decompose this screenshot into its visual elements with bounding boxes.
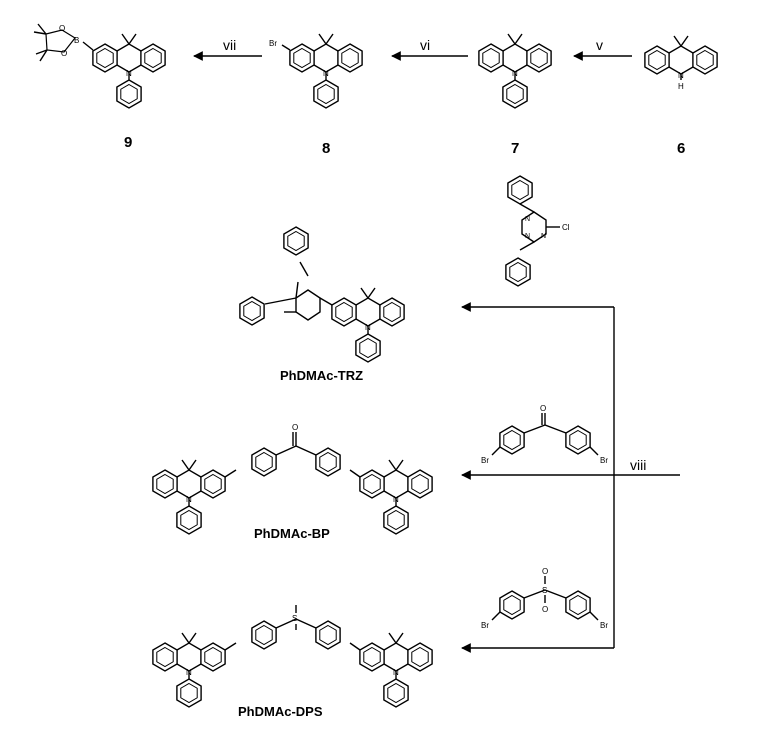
compound-6-structure (645, 36, 717, 80)
br-label-bp2: Br (600, 456, 608, 465)
n-label-6: N (678, 71, 684, 80)
compound-label-6: 6 (677, 140, 685, 157)
n-label-dps-right: N (393, 668, 399, 677)
n-label-9: N (126, 69, 132, 78)
triazine-reagent-structure (505, 175, 560, 287)
product-bp-structure (153, 432, 432, 534)
b-label-9: B (74, 36, 79, 45)
reagent-label-vi: vi (420, 37, 430, 53)
reagent-label-vii: vii (223, 37, 236, 53)
cl-label: Cl (562, 223, 570, 232)
reagent-label-v: v (596, 37, 603, 53)
reagent-label-viii: viii (630, 457, 646, 473)
dibromobenzophenone-structure (491, 413, 599, 456)
o-label-9b: O (61, 49, 67, 58)
br-label-8: Br (269, 39, 277, 48)
n-label-tz3: N (541, 233, 546, 240)
s-label-reagent: S (542, 586, 547, 595)
o-label-s2: O (542, 605, 548, 614)
compound-label-8: 8 (322, 140, 330, 157)
s-label-dps: S (292, 614, 297, 623)
n-label-bp-right: N (393, 495, 399, 504)
o-label-bp: O (292, 423, 298, 432)
n-label-tz1: N (525, 216, 530, 223)
product-label-trz: PhDMAc-TRZ (280, 368, 363, 383)
n-label-bp-left: N (186, 495, 192, 504)
product-dps-structure (153, 605, 432, 707)
product-trz-structure (239, 226, 404, 362)
product-label-bp: PhDMAc-BP (254, 526, 330, 541)
h-label-6: H (678, 82, 684, 91)
br-label-dps2: Br (600, 621, 608, 630)
n-label-7: N (512, 69, 518, 78)
br-label-bp1: Br (481, 456, 489, 465)
br-label-dps1: Br (481, 621, 489, 630)
dibromodiphenylsulfone-structure (491, 576, 599, 621)
n-label-8: N (323, 69, 329, 78)
o-label-s1: O (542, 567, 548, 576)
compound-8-structure (281, 34, 362, 108)
compound-9-structure (33, 23, 165, 108)
o-label-bp-reagent: O (540, 404, 546, 413)
compound-label-7: 7 (511, 140, 519, 157)
product-label-dps: PhDMAc-DPS (238, 704, 323, 719)
o-label-9a: O (59, 24, 65, 33)
n-label-dps-left: N (186, 668, 192, 677)
compound-label-9: 9 (124, 134, 132, 151)
n-label-tz2: N (525, 233, 530, 240)
n-label-trz-core: N (365, 323, 371, 332)
